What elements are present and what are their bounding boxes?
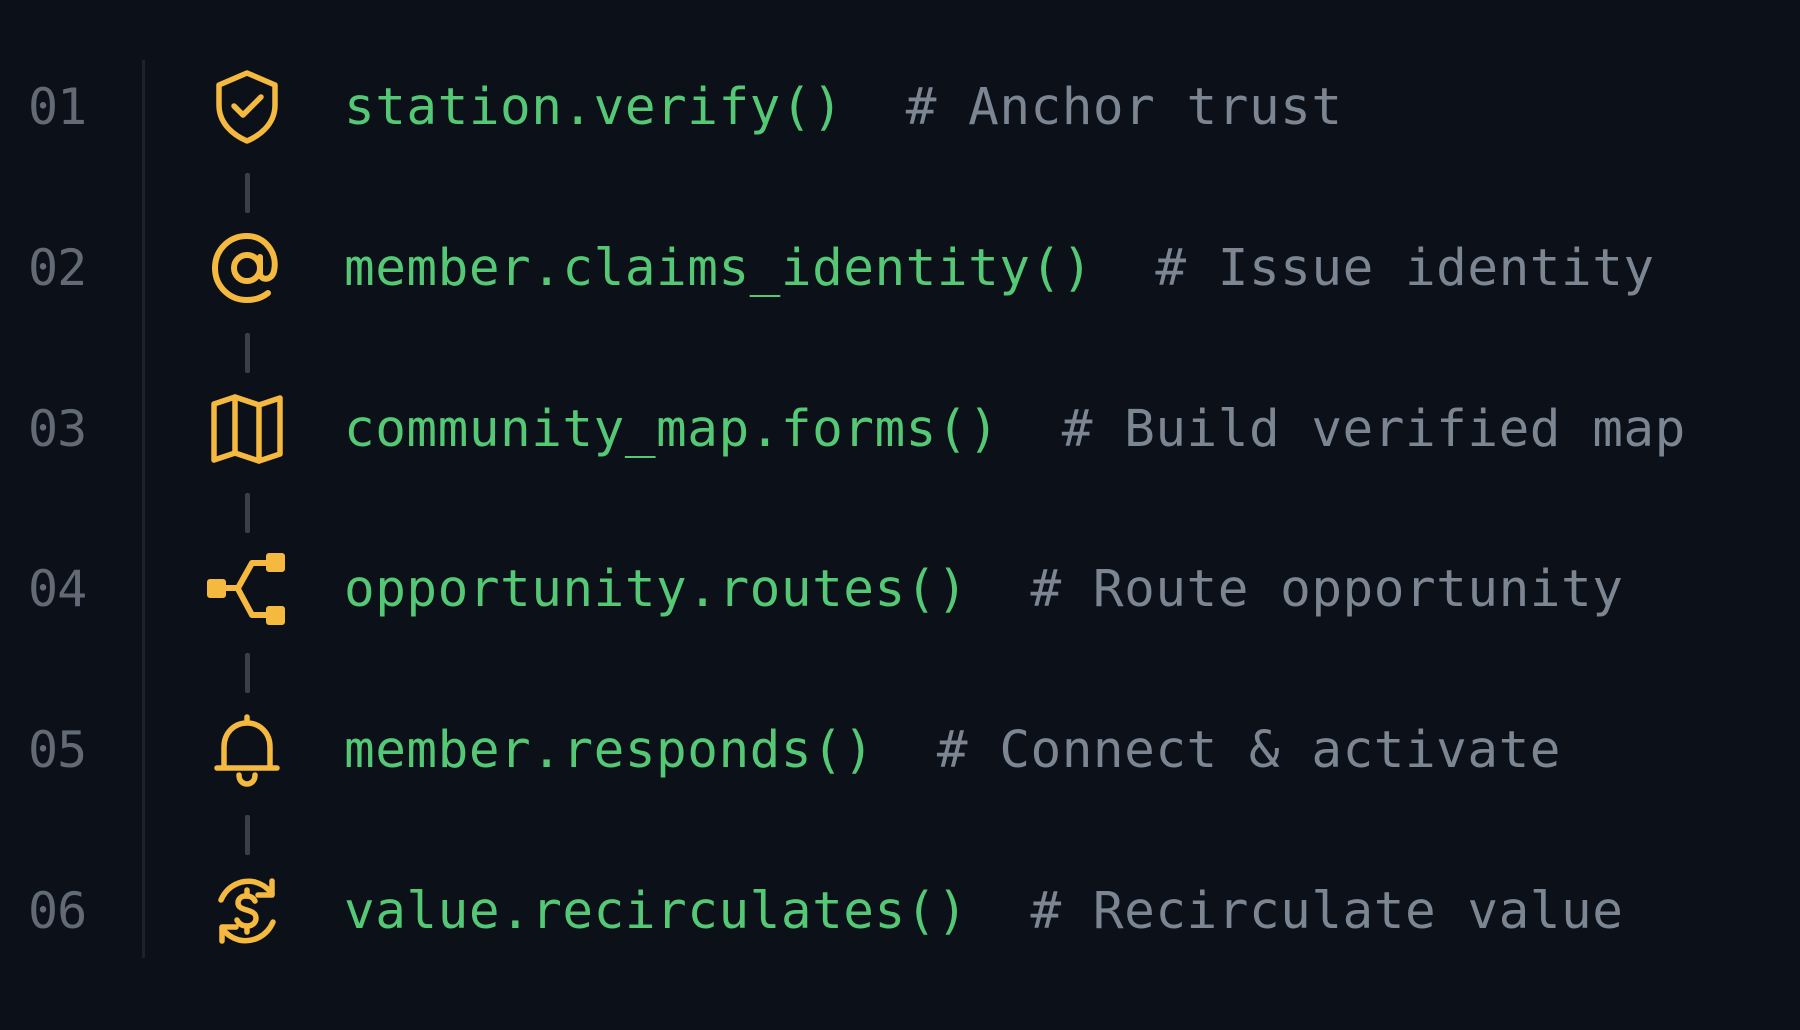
code-line: 02 member.claims_identity() # Issue iden… [0,213,1800,323]
step-connector [245,493,250,533]
code-comment: # Route opportunity [1030,559,1624,619]
code-statement: station.verify() # Anchor trust [344,78,1343,137]
function-call: community_map.forms() [344,399,1000,459]
map-icon [206,388,288,470]
code-line: 04 opportunity.routes() # Route opportun… [0,534,1800,644]
code-comment: # Recirculate value [1030,881,1624,941]
code-comment: # Build verified map [1061,399,1686,459]
code-statement: value.recirculates() # Recirculate value [344,882,1623,941]
step-connector [245,653,250,693]
code-statement: opportunity.routes() # Route opportunity [344,560,1623,619]
line-number: 03 [28,400,87,458]
line-number: 04 [28,560,87,618]
code-comment: # Issue identity [1155,238,1655,298]
bell-icon [206,709,288,791]
line-number: 06 [28,882,87,940]
step-connector [245,173,250,213]
code-comment: # Connect & activate [936,720,1561,780]
line-number: 02 [28,239,87,297]
shield-check-icon [206,66,288,148]
gutter-divider [142,60,145,958]
code-statement: member.responds() # Connect & activate [344,721,1561,780]
code-statement: community_map.forms() # Build verified m… [344,400,1686,459]
step-connector [245,333,250,373]
line-number: 01 [28,78,87,136]
code-line: 05 member.responds() # Connect & activat… [0,695,1800,805]
dollar-cycle-icon [206,870,288,952]
line-number: 05 [28,721,87,779]
code-line: 01 station.verify() # Anchor trust [0,52,1800,162]
at-sign-icon [206,227,288,309]
route-branch-icon [206,548,288,630]
step-connector [245,815,250,855]
function-call: member.responds() [344,720,875,780]
function-call: value.recirculates() [344,881,969,941]
code-line: 03 community_map.forms() # Build verifie… [0,374,1800,484]
code-line: 06 value.recirculates() # Recirculate va… [0,856,1800,966]
function-call: opportunity.routes() [344,559,969,619]
function-call: member.claims_identity() [344,238,1093,298]
code-statement: member.claims_identity() # Issue identit… [344,239,1655,298]
code-comment: # Anchor trust [905,77,1343,137]
function-call: station.verify() [344,77,844,137]
